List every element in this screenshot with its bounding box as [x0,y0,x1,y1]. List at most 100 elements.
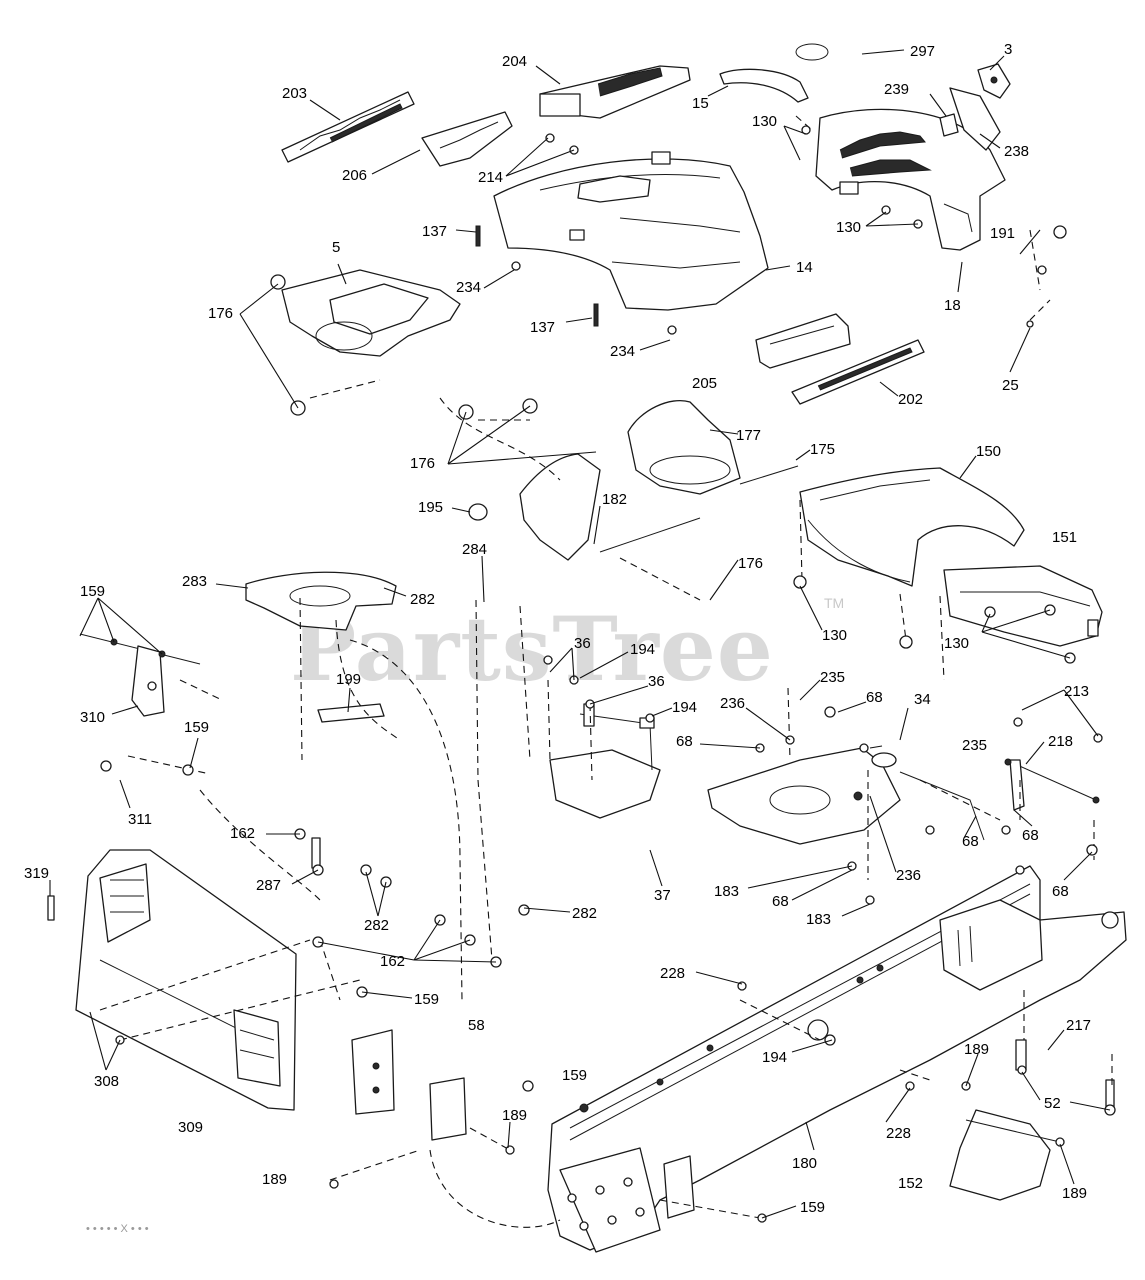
part-206-bracket [421,111,513,167]
callout-284: 284 [462,541,487,558]
part-15-cable [719,68,809,103]
callout-309: 309 [178,1119,203,1136]
callout-68-upper: 68 [866,689,883,706]
callout-162-lower: 162 [380,953,405,970]
callout-37: 37 [654,887,671,904]
callout-308: 308 [94,1073,119,1090]
part-180-frame [547,865,1127,1253]
callout-180: 180 [792,1155,817,1172]
callout-159-bottom: 159 [800,1199,825,1216]
callout-238: 238 [1004,143,1029,160]
callout-214: 214 [478,169,503,186]
callout-52: 52 [1044,1095,1061,1112]
callout-282-mid: 282 [364,917,389,934]
part-14-hood [493,151,769,311]
callout-177: 177 [736,427,761,444]
callout-151: 151 [1052,529,1077,546]
part-202-grille-bar [791,339,925,405]
part-283-cover [245,571,397,631]
callout-130-plate: 130 [944,635,969,652]
part-199-link [317,703,385,723]
callout-239: 239 [884,81,909,98]
callout-235-upper: 235 [820,669,845,686]
callout-234-mid: 234 [610,343,635,360]
callout-205: 205 [692,375,717,392]
callout-130-lower: 130 [822,627,847,644]
part-204-dash-top [539,65,691,119]
part-297-cover [795,43,829,61]
callout-194-mid: 194 [672,699,697,716]
callout-189-bottom-right: 189 [1062,1185,1087,1202]
callout-68-left: 68 [676,733,693,750]
callout-194-lower: 194 [762,1049,787,1066]
callout-311: 311 [128,811,152,828]
callout-15: 15 [692,95,709,112]
part-239-lens [939,113,959,137]
callout-236-lower: 236 [896,867,921,884]
part-182-lever [519,453,701,561]
hidden-lines [99,115,1113,1228]
part-150-fender [799,467,1025,587]
part-34-plate [707,747,985,845]
part-310-bracket [79,633,201,717]
callout-234-top: 234 [456,279,481,296]
callout-199: 199 [336,671,361,688]
callout-287: 287 [256,877,281,894]
callout-297: 297 [910,43,935,60]
callout-68-far-right: 68 [1022,827,1039,844]
callout-5: 5 [332,239,340,256]
callout-235-lower: 235 [962,737,987,754]
callout-3: 3 [1004,41,1012,58]
callout-159-left: 159 [80,583,105,600]
callout-130-right: 130 [836,219,861,236]
callout-58: 58 [468,1017,485,1034]
callout-218: 218 [1048,733,1073,750]
part-37-pedal-link [549,703,661,819]
part-5-panel [270,269,538,420]
part-151-plate [943,565,1103,647]
callout-162-upper: 162 [230,825,255,842]
callout-228-lower: 228 [886,1125,911,1142]
callout-203: 203 [282,85,307,102]
callout-25: 25 [1002,377,1019,394]
callout-282-top: 282 [410,591,435,608]
footer-faint-marks: • • • • • X • • • [86,1223,149,1235]
callout-191: 191 [990,225,1015,242]
callout-68-right: 68 [962,833,979,850]
part-58-bracket [351,1029,467,1141]
callout-217: 217 [1066,1017,1091,1034]
callout-175: 175 [810,441,835,458]
callout-159-mid: 159 [184,719,209,736]
callout-labels: 297 3 204 203 239 15 130 238 206 214 137… [24,41,1091,1216]
callout-159-center: 159 [562,1067,587,1084]
callout-14: 14 [796,259,813,276]
part-152-bracket [949,1109,1061,1201]
callout-68-lower: 68 [772,893,789,910]
callout-236-upper: 236 [720,695,745,712]
callout-183-right: 183 [806,911,831,928]
callout-228-upper: 228 [660,965,685,982]
part-309-side-panel [75,849,297,1111]
callout-176-mid: 176 [410,455,435,472]
callout-150: 150 [976,443,1001,460]
callout-194-upper: 194 [630,641,655,658]
callout-206: 206 [342,167,367,184]
callout-182: 182 [602,491,627,508]
callout-36-upper: 36 [574,635,591,652]
part-205-bracket [755,313,851,369]
callout-137-top: 137 [422,223,447,240]
part-287-bolt [311,837,321,869]
part-217-spring [1015,1039,1115,1109]
hardware [100,125,1119,1223]
part-3-emblem [977,63,1011,99]
callout-189-right-upper: 189 [964,1041,989,1058]
callout-195: 195 [418,499,443,516]
callout-137-mid: 137 [530,319,555,336]
callout-176-left: 176 [208,305,233,322]
callout-152: 152 [898,1175,923,1192]
part-195-knob [468,503,488,521]
callout-183-left: 183 [714,883,739,900]
part-218-linkage [1004,758,1100,811]
callout-34: 34 [914,691,931,708]
